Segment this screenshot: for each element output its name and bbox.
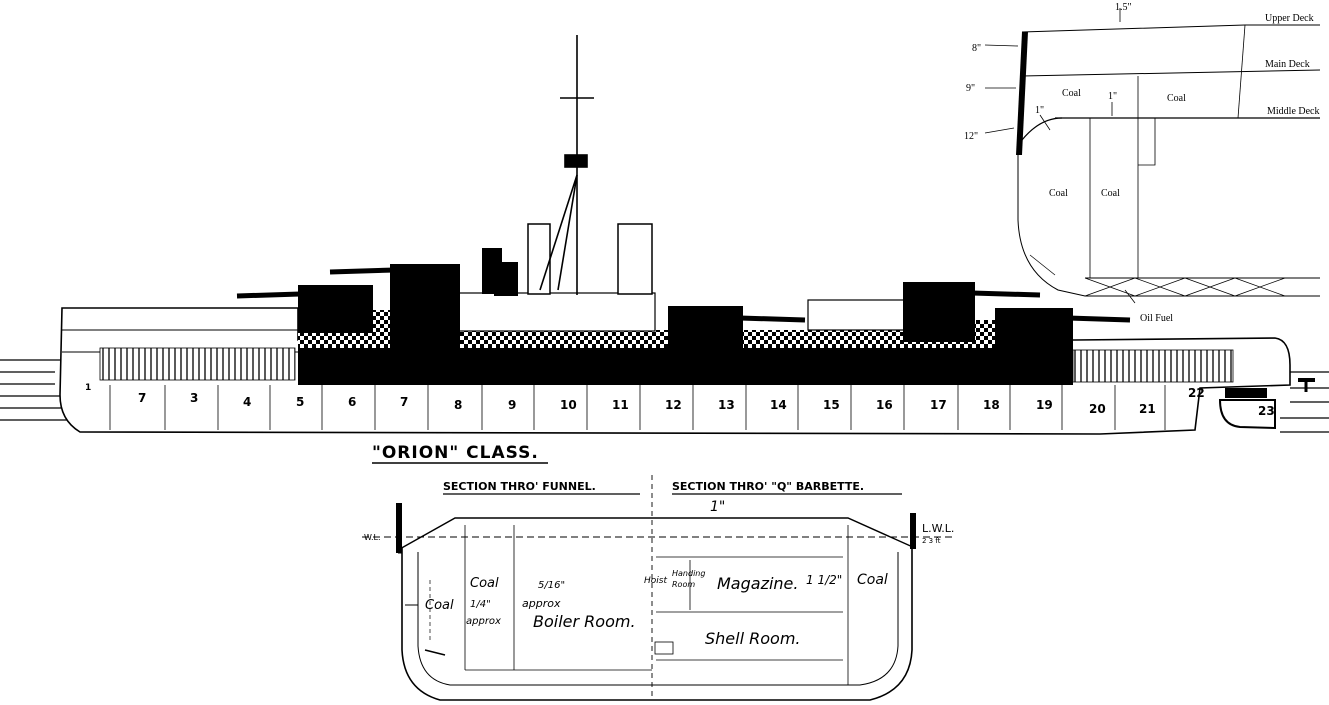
approx-a-label: approx xyxy=(466,616,501,627)
top-armor-label: 1.5" xyxy=(1115,2,1132,13)
hull-frame-number: 6 xyxy=(348,395,356,409)
deck-armor-label: 1" xyxy=(710,499,725,515)
lwl-sub: 2 3 ft xyxy=(922,537,941,545)
middle-deck-label: Middle Deck xyxy=(1267,106,1320,117)
hoist-label: Hoist xyxy=(644,576,667,586)
armour-section-drawing xyxy=(984,8,1321,304)
hull-frame-number: 3 xyxy=(190,391,198,405)
coal-upper-label: Coal xyxy=(470,576,499,591)
turret-x xyxy=(903,282,1041,342)
hull-frame-number: 20 xyxy=(1089,402,1106,416)
turret-b xyxy=(329,264,460,348)
hull-frame-number: 15 xyxy=(823,398,840,412)
oil-fuel-label: Oil Fuel xyxy=(1140,313,1173,324)
section-funnel-title: SECTION THRO' FUNNEL. xyxy=(443,480,596,493)
handing-label: Handing xyxy=(672,569,705,578)
hull-frame-number: 10 xyxy=(560,398,577,412)
belt-8-label: 8" xyxy=(972,43,981,54)
hull-frame-number: 17 xyxy=(930,398,947,412)
belt-9-label: 9" xyxy=(966,83,975,94)
main-deck-label: Main Deck xyxy=(1265,59,1310,70)
superstructure xyxy=(454,292,656,332)
magazine-label: Magazine. xyxy=(717,574,798,593)
approx-b-label: approx xyxy=(522,597,561,610)
hull-frame-number: 9 xyxy=(508,398,516,412)
section-barbette-title: SECTION THRO' "Q" BARBETTE. xyxy=(672,480,864,493)
coal-label-3: Coal xyxy=(1049,188,1068,199)
cross-section-labels: L.W.L. 2 3 ft W.L. 1" Coal Coal 1/4" app… xyxy=(364,499,954,648)
turret-y xyxy=(995,308,1131,348)
turret-a xyxy=(236,285,373,333)
shell-room-label: Shell Room. xyxy=(705,629,800,648)
coal-right-label: Coal xyxy=(857,572,888,588)
belt-12-label: 12" xyxy=(964,131,978,142)
hull-frame-number: 8 xyxy=(454,398,462,412)
armour-belt-plate xyxy=(1016,32,1028,155)
upper-deck-label: Upper Deck xyxy=(1265,13,1314,24)
hull-frame-number: 23 xyxy=(1258,404,1275,418)
boiler-room-label: Boiler Room. xyxy=(533,612,636,631)
hull-frame-number: 7 xyxy=(138,391,146,405)
class-title: "ORION" CLASS. xyxy=(372,443,539,463)
flat-armor-label: 1" xyxy=(1108,91,1117,102)
one-half-label: 1 1/2" xyxy=(806,573,842,587)
hull-frame-number: 14 xyxy=(770,398,787,412)
room-label: Room xyxy=(672,580,695,589)
hull-frame-number: 4 xyxy=(243,395,251,409)
left-belt-armor xyxy=(396,503,402,553)
five-sixteenth-label: 5/16" xyxy=(538,580,565,591)
armour-belt xyxy=(298,345,918,385)
turret-q xyxy=(668,306,806,352)
lwl-label: L.W.L. xyxy=(922,522,954,535)
armour-section-labels: 1.5" Upper Deck Main Deck Middle Deck 8"… xyxy=(964,2,1320,324)
hull-frame-number: 5 xyxy=(296,395,304,409)
hull-frame-number: 1 xyxy=(85,383,91,393)
left-wl-label: W.L. xyxy=(364,533,381,542)
forward-funnel xyxy=(527,223,551,295)
right-belt-armor xyxy=(910,513,916,549)
slope-armor-label: 1" xyxy=(1035,105,1044,116)
coal-label-1: Coal xyxy=(1062,88,1081,99)
coal-label-4: Coal xyxy=(1101,188,1120,199)
hull-frame-number: 13 xyxy=(718,398,735,412)
ship-profile xyxy=(0,35,1329,435)
hull-frame-number: 18 xyxy=(983,398,1000,412)
hull-frame-number: 22 xyxy=(1188,386,1205,400)
hull-frame-number: 16 xyxy=(876,398,893,412)
cross-section-drawing xyxy=(362,475,955,701)
quarter-inch-label: 1/4" xyxy=(470,599,491,610)
tripod-mast xyxy=(539,35,594,295)
aft-funnel xyxy=(617,223,653,295)
coal-left-label: Coal xyxy=(425,598,454,613)
hull-frame-number: 11 xyxy=(612,398,629,412)
hull-frame-number: 19 xyxy=(1036,398,1053,412)
hull-frame-number: 7 xyxy=(400,395,408,409)
hull-frame-number: 12 xyxy=(665,398,682,412)
coal-label-2: Coal xyxy=(1167,93,1186,104)
hull-frame-number: 21 xyxy=(1139,402,1156,416)
